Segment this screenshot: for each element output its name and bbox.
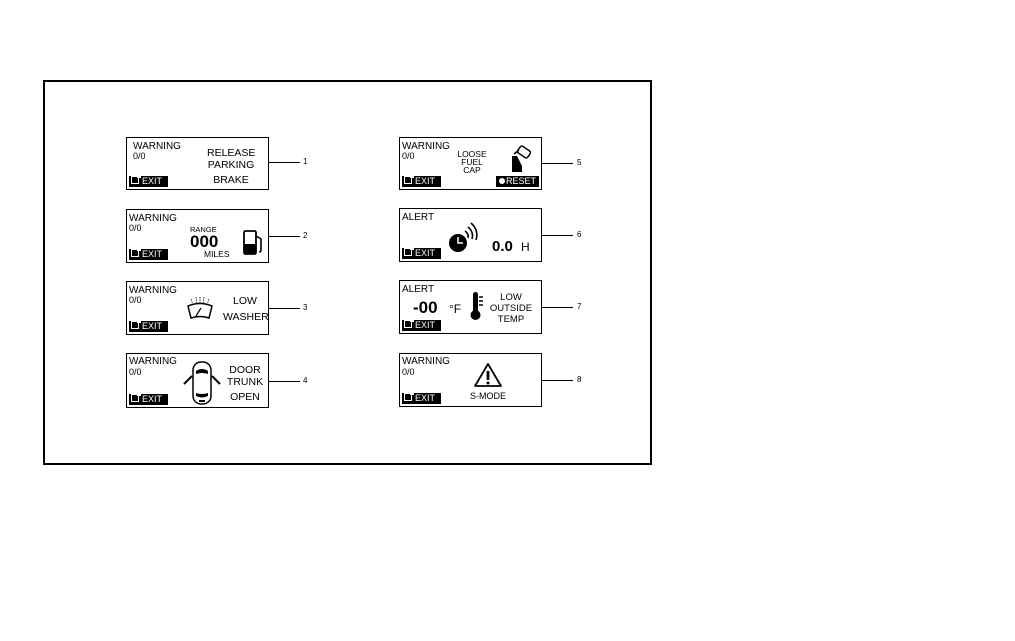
fuel-pump-icon — [243, 230, 265, 256]
exit-icon — [131, 394, 139, 402]
exit-icon — [131, 176, 139, 184]
exit-label: EXIT — [142, 249, 162, 259]
callout-number: 8 — [577, 376, 581, 384]
display-panel-s-mode: WARNING 0/0 S-MODE EXIT — [399, 353, 542, 407]
timer-alarm-icon — [448, 219, 484, 253]
exit-button: EXIT — [402, 320, 441, 331]
panel-sub: 0/0 — [129, 368, 142, 377]
panel-sub: 0/0 — [129, 224, 142, 233]
message-line: RELEASE — [207, 148, 255, 159]
panel-header: WARNING — [402, 357, 450, 367]
message-line: CAP — [452, 166, 492, 175]
display-panel-outside-temp: ALERT -00 °F LOW OUTSIDE TEMP EXIT — [399, 280, 542, 334]
callout-line — [269, 236, 300, 237]
display-panel-timer-alert: ALERT 0.0 H EXIT — [399, 208, 542, 262]
message-line: LOW — [486, 293, 536, 303]
callout-number: 4 — [303, 377, 307, 385]
exit-icon — [131, 249, 139, 257]
exit-label: EXIT — [415, 320, 435, 330]
panel-sub: 0/0 — [133, 152, 146, 161]
exit-label: EXIT — [415, 393, 435, 403]
range-unit: MILES — [204, 250, 230, 259]
exit-icon — [404, 176, 412, 184]
message-line: TRUNK — [225, 377, 265, 388]
callout-number: 3 — [303, 304, 307, 312]
message-line: TEMP — [486, 315, 536, 325]
callout-line — [269, 162, 300, 163]
message-line: S-MODE — [466, 392, 510, 401]
fuel-cap-icon — [506, 144, 534, 174]
exit-label: EXIT — [415, 248, 435, 258]
display-panel-fuel-cap: WARNING 0/0 LOOSE FUEL CAP EXIT RESET — [399, 137, 542, 190]
car-top-view-icon — [179, 360, 225, 406]
exit-button: EXIT — [129, 249, 168, 260]
exit-icon — [404, 320, 412, 328]
panel-header: ALERT — [402, 285, 434, 295]
panel-sub: 0/0 — [129, 296, 142, 305]
thermometer-icon — [470, 291, 486, 321]
exit-button: EXIT — [402, 248, 441, 259]
callout-line — [542, 307, 573, 308]
exit-icon — [404, 393, 412, 401]
callout-line — [542, 235, 573, 236]
message-line: OUTSIDE — [486, 304, 536, 314]
callout-number: 5 — [577, 159, 581, 167]
exit-label: EXIT — [142, 321, 162, 331]
display-panel-door-open: WARNING 0/0 DOOR TRUNK OPEN EXIT — [126, 353, 269, 408]
reset-button: RESET — [496, 176, 539, 187]
display-panel-range: WARNING 0/0 RANGE 000 MILES EXIT — [126, 209, 269, 263]
temp-value: -00 — [413, 299, 438, 316]
reset-dot-icon — [499, 178, 505, 184]
timer-value: 0.0 — [492, 239, 513, 254]
exit-button: EXIT — [402, 393, 441, 404]
callout-line — [269, 381, 300, 382]
exit-label: EXIT — [142, 176, 162, 186]
display-panel-parking-brake: WARNING 0/0 RELEASE PARKING BRAKE EXIT — [126, 137, 269, 190]
message-line: DOOR — [225, 365, 265, 376]
message-line: LOW — [223, 296, 267, 307]
callout-line — [542, 163, 573, 164]
display-panel-low-washer: WARNING 0/0 LOW WASHER EXIT — [126, 281, 269, 335]
panel-sub: 0/0 — [402, 368, 415, 377]
panel-header: ALERT — [402, 213, 434, 223]
exit-icon — [404, 248, 412, 256]
exit-label: EXIT — [415, 176, 435, 186]
callout-number: 7 — [577, 303, 581, 311]
exit-label: EXIT — [142, 394, 162, 404]
message-line: PARKING — [207, 160, 255, 171]
callout-number: 1 — [303, 158, 307, 166]
callout-number: 2 — [303, 232, 307, 240]
message-line: WASHER — [223, 312, 267, 323]
exit-button: EXIT — [402, 176, 441, 187]
exit-button: EXIT — [129, 321, 168, 332]
exit-button: EXIT — [129, 394, 168, 405]
message-line: OPEN — [225, 392, 265, 403]
reset-label: RESET — [506, 176, 536, 186]
callout-number: 6 — [577, 231, 581, 239]
timer-unit: H — [521, 241, 530, 253]
panel-header: WARNING — [129, 357, 177, 367]
temp-unit: °F — [449, 303, 461, 315]
message-line: BRAKE — [207, 175, 255, 186]
windshield-washer-icon — [185, 294, 215, 320]
range-value: 000 — [190, 233, 218, 250]
exit-icon — [131, 321, 139, 329]
warning-triangle-icon — [473, 362, 503, 388]
callout-line — [269, 308, 300, 309]
callout-line — [542, 380, 573, 381]
panel-sub: 0/0 — [402, 152, 415, 161]
exit-button: EXIT — [129, 176, 168, 187]
